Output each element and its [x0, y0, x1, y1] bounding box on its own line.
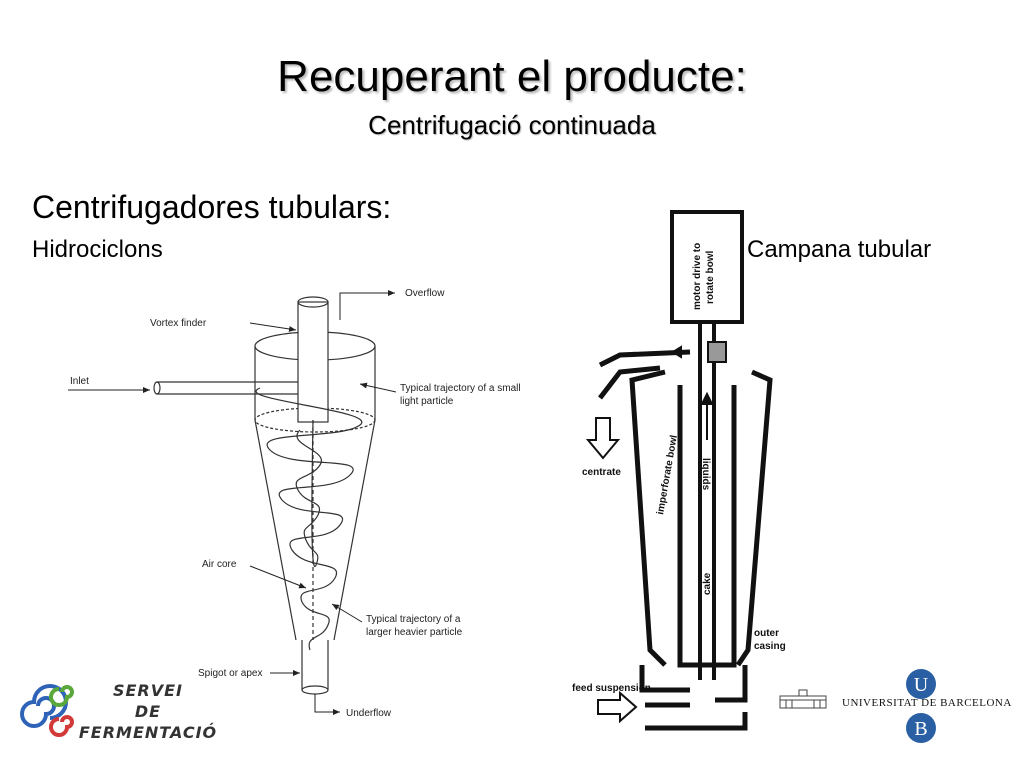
underflow-label: Underflow [346, 708, 392, 719]
inlet-label: Inlet [70, 376, 89, 387]
motor-box [670, 210, 744, 324]
slide-subtitle: Centrifugació continuada [368, 110, 656, 140]
servei-line-2: DE [134, 702, 162, 721]
air-core-label: Air core [202, 559, 237, 570]
slide-title: Recuperant el producte: [277, 52, 747, 101]
ub-letter-b: B [914, 718, 927, 740]
liquids-label: liquids [700, 458, 711, 491]
ub-name: UNIVERSITAT DE BARCELONA [842, 697, 1012, 709]
section-heading: Centrifugadores tubulars: [32, 189, 392, 225]
servei-line-3: FERMENTACIÓ [78, 723, 218, 742]
hydrocyclone-label: Hidrociclons [32, 236, 163, 263]
light-particle-label-1: Typical trajectory of a small [400, 383, 521, 394]
light-particle-label-2: light particle [400, 396, 454, 407]
motor-label-2: rotate bowl [705, 250, 716, 304]
ub-letter-u: U [914, 674, 929, 696]
outer-casing-label-1: outer [754, 628, 779, 639]
green-swirl-icon [49, 685, 74, 707]
ub-building-icon [779, 689, 827, 709]
outer-casing-label-2: casing [754, 641, 786, 652]
red-swirl-icon [49, 715, 74, 737]
cake-label: cake [702, 572, 713, 595]
spigot-label: Spigot or apex [198, 668, 263, 679]
vortex-finder-label: Vortex finder [150, 318, 207, 329]
heavy-particle-label-1: Typical trajectory of a [366, 614, 461, 625]
centrate-arrow [585, 417, 621, 460]
motor-label-1: motor drive to [692, 243, 703, 310]
tubular-bowl-label: Campana tubular [747, 236, 932, 263]
ub-circle-u [906, 669, 936, 699]
feed-arrow [597, 690, 638, 724]
feed-suspension-label: feed suspension [572, 683, 651, 694]
servei-logo-text: SERVEI DE FERMENTACIÓ [78, 680, 218, 743]
heavy-particle-trajectory [255, 387, 363, 651]
ub-circle-b [906, 713, 936, 743]
coupling-block [707, 341, 727, 363]
centrate-label: centrate [582, 467, 621, 478]
heavy-particle-label-2: larger heavier particle [366, 627, 463, 638]
servei-line-1: SERVEI [112, 681, 184, 700]
overflow-label: Overflow [405, 288, 445, 299]
